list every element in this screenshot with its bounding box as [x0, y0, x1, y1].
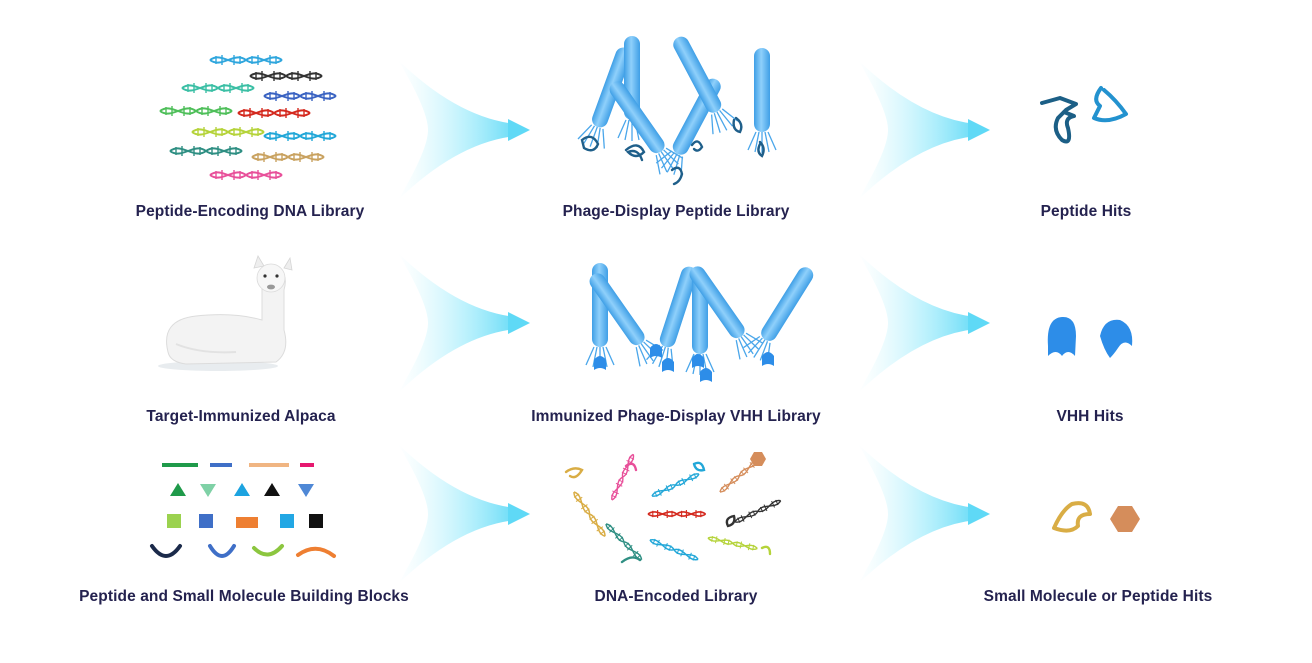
step-label-dna-encoded-library: DNA-Encoded Library	[594, 588, 758, 605]
building-blocks-icon	[150, 463, 336, 558]
flow-arrow-row2-b	[858, 253, 990, 393]
flow-arrow-row1-a	[398, 60, 530, 200]
step-label-small-molecule-hits: Small Molecule or Peptide Hits	[983, 588, 1213, 605]
peptide-hits-icon	[1040, 86, 1128, 144]
alpaca-icon	[158, 255, 293, 371]
step-label-building-blocks: Peptide and Small Molecule Building Bloc…	[79, 588, 409, 605]
phage-vhh-icon	[580, 259, 822, 382]
small-molecule-hits-icon	[1052, 501, 1140, 533]
flow-arrow-row3-b	[858, 444, 990, 584]
step-label-vhh-library: Immunized Phage-Display VHH Library	[531, 408, 821, 425]
flow-arrow-row3-a	[398, 444, 530, 584]
flow-arrow-row1-b	[858, 60, 990, 200]
dna-helices-icon	[159, 54, 337, 181]
vhh-hits-icon	[1047, 316, 1133, 358]
step-label-dna-library: Peptide-Encoding DNA Library	[135, 203, 365, 220]
step-label-alpaca: Target-Immunized Alpaca	[146, 408, 336, 425]
step-label-phage-peptide-library: Phage-Display Peptide Library	[562, 203, 790, 220]
step-label-peptide-hits: Peptide Hits	[1040, 203, 1132, 220]
flow-arrow-row2-a	[398, 253, 530, 393]
dna-encoded-library-icon	[564, 452, 783, 564]
step-label-vhh-hits: VHH Hits	[1056, 408, 1124, 425]
phage-peptide-icon	[576, 30, 777, 186]
